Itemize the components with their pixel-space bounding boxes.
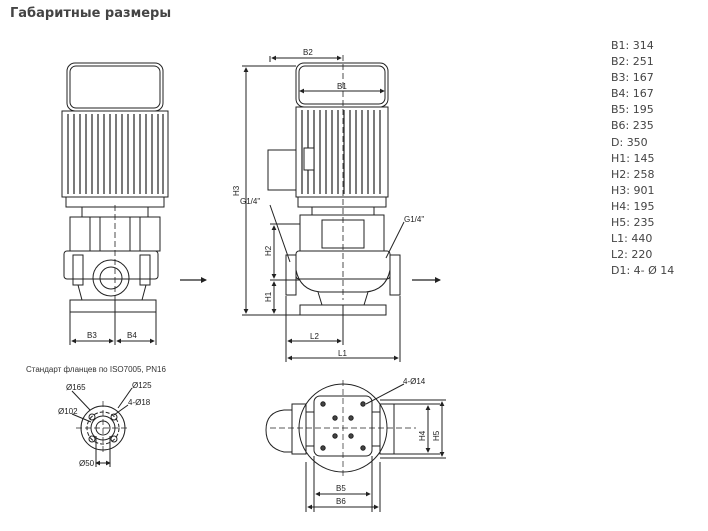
- dimension-item: B3: 167: [611, 71, 654, 85]
- top-view: [265, 380, 446, 512]
- label-b2: B2: [303, 48, 313, 57]
- label-g-right: G1/4": [404, 215, 424, 224]
- label-h5: H5: [432, 430, 441, 441]
- dimension-item: H5: 235: [611, 216, 655, 230]
- dimension-item: H4: 195: [611, 199, 655, 213]
- dimension-item: B1: 314: [611, 39, 654, 52]
- side-view: [61, 62, 169, 345]
- label-b6: B6: [336, 497, 346, 506]
- dimension-item: B5: 195: [611, 103, 654, 117]
- label-b5: B5: [336, 484, 346, 493]
- label-b3: B3: [87, 331, 97, 340]
- label-l1: L1: [338, 349, 347, 358]
- label-h1: H1: [264, 291, 273, 302]
- flange-caption: Стандарт фланцев по ISO7005, PN16: [26, 365, 166, 374]
- flange-label-d102: Ø102: [58, 407, 78, 416]
- label-g-left: G1/4": [240, 197, 260, 206]
- label-l2: L2: [310, 332, 319, 341]
- label-h4: H4: [418, 430, 427, 441]
- label-b4: B4: [127, 331, 137, 340]
- dimension-item: D1: 4- Ø 14: [611, 264, 675, 278]
- label-h3: H3: [232, 185, 241, 196]
- dimension-item: B6: 235: [611, 119, 654, 133]
- dimension-item: L1: 440: [611, 232, 653, 246]
- flange-label-holes: 4-Ø18: [128, 398, 151, 407]
- dimension-item: H1: 145: [611, 151, 655, 165]
- flange-label-d50: Ø50: [79, 459, 95, 468]
- label-b1: B1: [337, 82, 347, 91]
- dimension-item: D: 350: [611, 135, 648, 149]
- dimensions-list: B1: 314 B2: 251 B3: 167 B4: 167 B5: 195 …: [611, 38, 674, 279]
- dimension-item: L2: 220: [611, 248, 653, 262]
- dimension-item: H3: 901: [611, 183, 655, 197]
- front-view: [242, 55, 405, 362]
- dimension-item: B2: 251: [611, 55, 654, 69]
- dimension-item: H2: 258: [611, 167, 655, 181]
- label-h2: H2: [264, 245, 273, 256]
- flange-label-d165: Ø165: [66, 383, 86, 392]
- flange-label-d125: Ø125: [132, 381, 152, 390]
- flange-detail: [71, 387, 133, 467]
- dimension-item: B4: 167: [611, 87, 654, 101]
- label-base-holes: 4-Ø14: [403, 377, 426, 386]
- page-title: Габаритные размеры: [10, 6, 172, 21]
